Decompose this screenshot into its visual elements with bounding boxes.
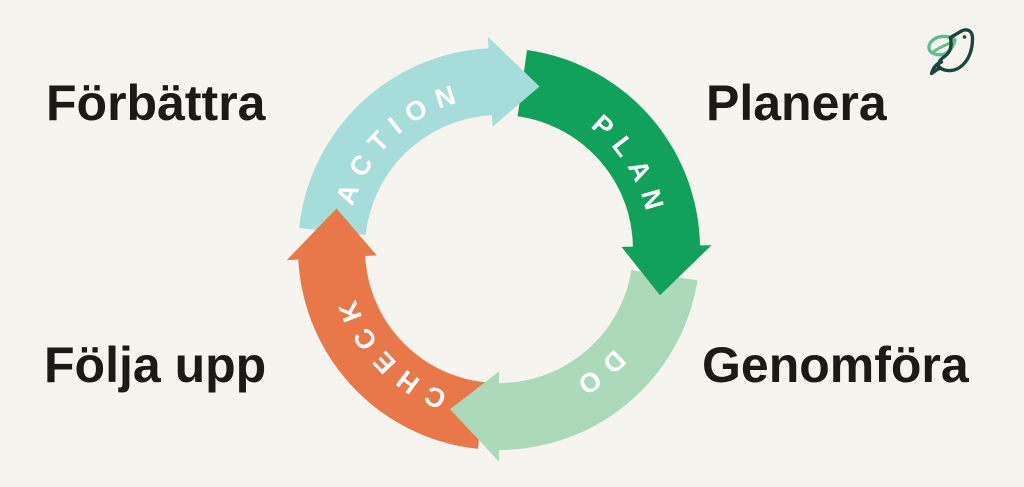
cycle-band-check — [298, 249, 485, 449]
label-planera: Planera — [706, 75, 887, 131]
cycle-band-do — [488, 270, 698, 450]
label-forbattra: Förbättra — [46, 75, 266, 131]
cycle-arrowhead-check — [286, 208, 377, 261]
label-genomfora: Genomföra — [702, 337, 969, 393]
bird-chest-line — [936, 35, 953, 71]
cycle-band-action — [299, 48, 499, 235]
cycle-arrowhead-plan — [621, 245, 712, 296]
bird-leaf-logo-icon — [927, 28, 975, 76]
cycle-band-plan — [517, 50, 701, 256]
label-folja-upp: Följa upp — [44, 337, 267, 393]
bird-outline — [929, 28, 975, 76]
bird-eye — [962, 35, 967, 39]
cycle-arrowhead-do — [450, 371, 499, 462]
cycle-arrowhead-action — [487, 36, 540, 127]
